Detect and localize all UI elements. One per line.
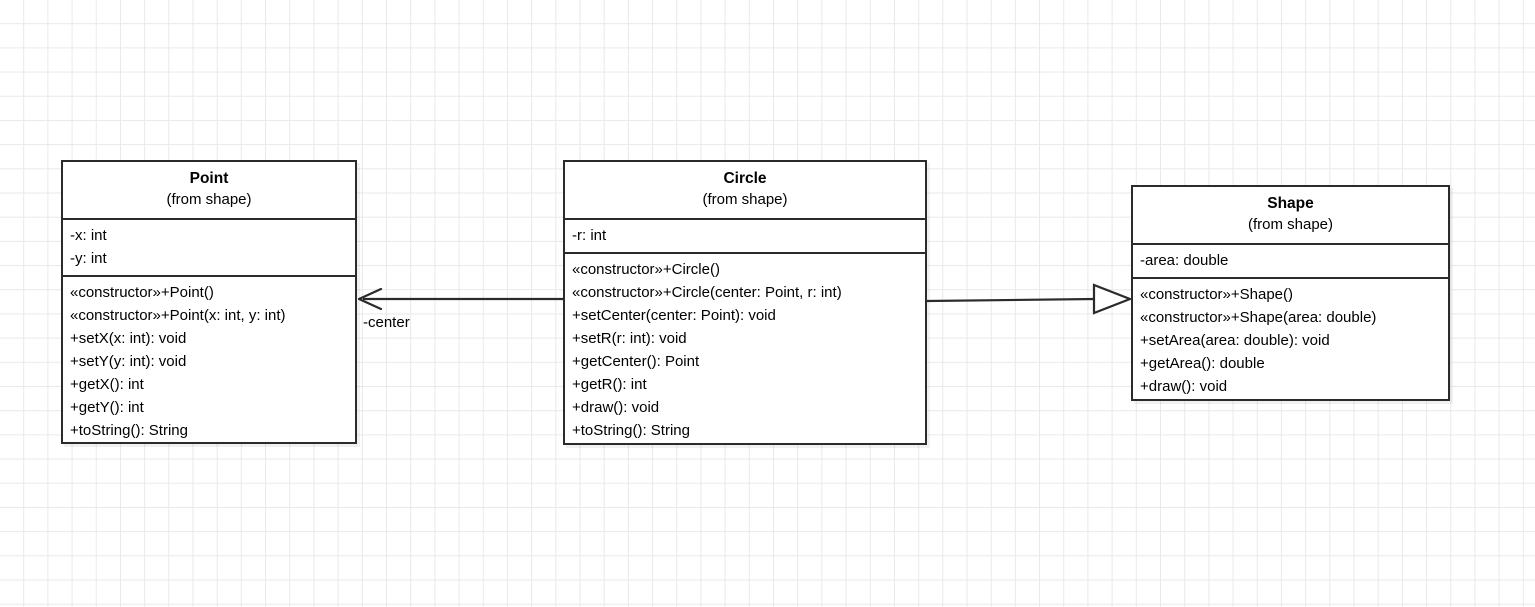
operation-row: +getArea(): double [1140, 355, 1265, 372]
operation-row: «constructor»+Circle(center: Point, r: i… [572, 284, 842, 301]
attribute-row: -r: int [572, 227, 607, 244]
open-arrow-head-icon [357, 287, 383, 311]
class-name-point: Point [189, 170, 229, 187]
class-package-circle: (from shape) [702, 191, 788, 208]
uml-class-circle[interactable]: Circle (from shape) -r: int «constructor… [563, 160, 927, 445]
class-package-shape: (from shape) [1247, 216, 1334, 233]
operation-row: +draw(): void [572, 399, 660, 416]
class-operations-circle: «constructor»+Circle() «constructor»+Cir… [565, 254, 925, 448]
attribute-row: -area: double [1140, 252, 1229, 269]
hollow-triangle-arrow-head-icon [1092, 283, 1134, 315]
operation-row: +toString(): String [70, 422, 188, 439]
operation-row: «constructor»+Shape() [1140, 286, 1294, 303]
association-role-label-center: -center [363, 314, 410, 331]
operation-row: «constructor»+Circle() [572, 261, 720, 278]
class-attributes-point: -x: int -y: int [63, 220, 355, 277]
operation-row: +getCenter(): Point [572, 353, 700, 370]
uml-class-shape[interactable]: Shape (from shape) -area: double «constr… [1131, 185, 1450, 401]
operation-row: +setY(y: int): void [70, 353, 187, 370]
attribute-row: -x: int [70, 227, 107, 244]
class-package-point: (from shape) [166, 191, 252, 208]
attribute-row: -y: int [70, 250, 107, 267]
association-circle-point[interactable] [357, 287, 563, 311]
class-operations-shape: «constructor»+Shape() «constructor»+Shap… [1133, 279, 1448, 404]
class-operations-point: «constructor»+Point() «constructor»+Poin… [63, 277, 355, 448]
class-header-point: Point (from shape) [63, 162, 355, 220]
class-attributes-circle: -r: int [565, 220, 925, 254]
generalization-line [926, 297, 1096, 303]
operation-row: «constructor»+Point() [70, 284, 214, 301]
operation-row: +draw(): void [1140, 378, 1228, 395]
uml-class-point[interactable]: Point (from shape) -x: int -y: int «cons… [61, 160, 357, 444]
class-header-shape: Shape (from shape) [1133, 187, 1448, 245]
class-attributes-shape: -area: double [1133, 245, 1448, 279]
operation-row: +getX(): int [70, 376, 144, 393]
operation-row: +toString(): String [572, 422, 690, 439]
generalization-circle-shape[interactable] [926, 283, 1134, 315]
class-header-circle: Circle (from shape) [565, 162, 925, 220]
class-name-circle: Circle [723, 170, 767, 187]
operation-row: «constructor»+Shape(area: double) [1140, 309, 1377, 326]
operation-row: +setArea(area: double): void [1140, 332, 1330, 349]
operation-row: +setR(r: int): void [572, 330, 687, 347]
operation-row: +getY(): int [70, 399, 144, 416]
operation-row: +setX(x: int): void [70, 330, 187, 347]
operation-row: +getR(): int [572, 376, 647, 393]
operation-row: «constructor»+Point(x: int, y: int) [70, 307, 286, 324]
operation-row: +setCenter(center: Point): void [572, 307, 776, 324]
class-name-shape: Shape [1267, 195, 1314, 212]
